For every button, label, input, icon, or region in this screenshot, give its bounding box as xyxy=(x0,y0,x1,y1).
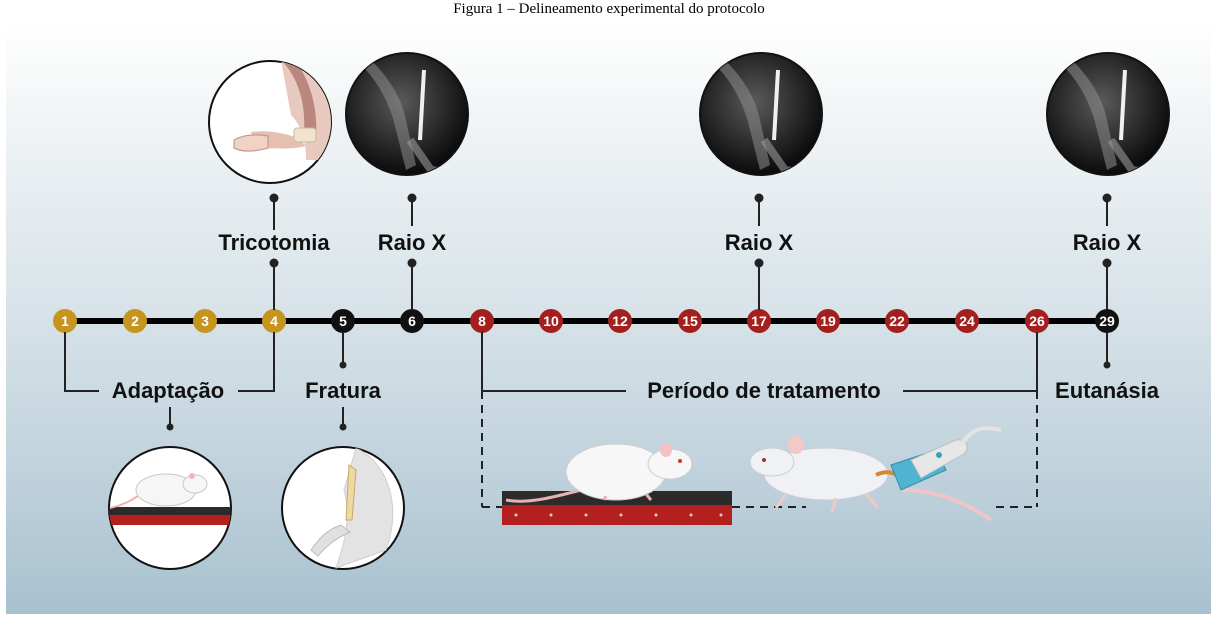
day-marker-label: 1 xyxy=(61,313,69,329)
day-marker-label: 17 xyxy=(751,313,767,329)
label-adaptacao: Adaptação xyxy=(112,378,224,403)
day-marker-label: 15 xyxy=(682,313,698,329)
label-fratura: Fratura xyxy=(305,378,382,403)
day-marker: 17 xyxy=(747,309,771,333)
label-raio-x-day17: Raio X xyxy=(725,230,794,255)
figure-caption: Figura 1 – Delineamento experimental do … xyxy=(0,0,1218,18)
day-marker: 10 xyxy=(539,309,563,333)
day-marker: 3 xyxy=(193,309,217,333)
day-marker-label: 29 xyxy=(1099,313,1115,329)
day-marker: 29 xyxy=(1095,309,1119,333)
day-marker: 15 xyxy=(678,309,702,333)
day-marker: 5 xyxy=(331,309,355,333)
day-marker-label: 22 xyxy=(889,313,905,329)
day-marker-label: 19 xyxy=(820,313,836,329)
fractured-femur-icon xyxy=(282,447,404,569)
day-marker: 6 xyxy=(400,309,424,333)
day-marker-label: 12 xyxy=(612,313,628,329)
day-marker: 26 xyxy=(1025,309,1049,333)
xray-icon xyxy=(700,53,822,175)
day-marker: 1 xyxy=(53,309,77,333)
day-marker-label: 8 xyxy=(478,313,486,329)
xray-icon xyxy=(346,53,468,175)
label-periodo-tratamento: Período de tratamento xyxy=(647,378,880,403)
shaved-limb-icon xyxy=(209,60,336,183)
day-marker: 12 xyxy=(608,309,632,333)
rat-ultrasound-icon xyxy=(750,428,1001,520)
day-marker-label: 3 xyxy=(201,313,209,329)
rat-treadmill-treatment-icon xyxy=(502,443,732,525)
label-tricotomia: Tricotomia xyxy=(218,230,330,255)
day-marker-label: 26 xyxy=(1029,313,1045,329)
day-marker-label: 10 xyxy=(543,313,559,329)
rat-treadmill-icon xyxy=(104,447,236,569)
label-raio-x-day6: Raio X xyxy=(378,230,447,255)
label-raio-x-day29: Raio X xyxy=(1073,230,1142,255)
day-marker-label: 4 xyxy=(270,313,278,329)
day-marker: 2 xyxy=(123,309,147,333)
day-marker-label: 6 xyxy=(408,313,416,329)
day-marker: 4 xyxy=(262,309,286,333)
day-marker: 19 xyxy=(816,309,840,333)
day-marker-label: 24 xyxy=(959,313,975,329)
day-marker: 22 xyxy=(885,309,909,333)
day-marker: 24 xyxy=(955,309,979,333)
day-marker-label: 2 xyxy=(131,313,139,329)
day-marker-label: 5 xyxy=(339,313,347,329)
label-eutanasia: Eutanásia xyxy=(1055,378,1160,403)
day-marker: 8 xyxy=(470,309,494,333)
xray-icon xyxy=(1047,53,1169,175)
